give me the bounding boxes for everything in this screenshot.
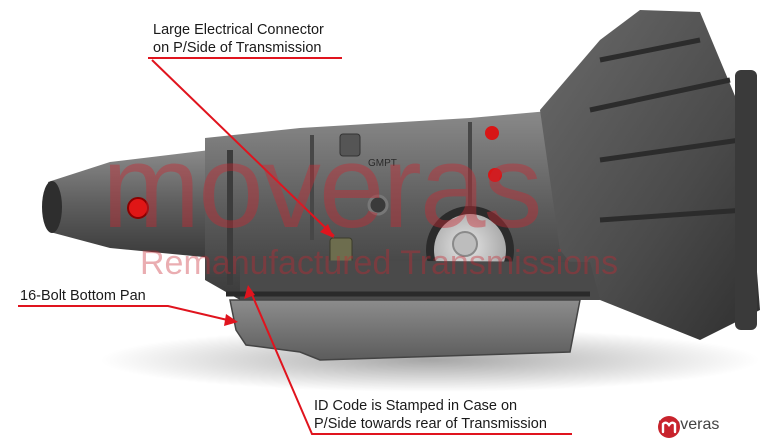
annotation-line: Large Electrical Connector bbox=[153, 22, 324, 38]
annotation-id-code: ID Code is Stamped in Case on P/Side tow… bbox=[314, 397, 547, 433]
leader-bottom-pan bbox=[18, 305, 237, 323]
case-port bbox=[367, 194, 389, 216]
bell-rib bbox=[589, 77, 731, 113]
bell-rib bbox=[599, 37, 701, 63]
moveras-logo: moveras bbox=[658, 416, 719, 438]
valve-body-flange bbox=[240, 260, 600, 300]
arrowhead-connector bbox=[320, 224, 334, 238]
output-shaft-end bbox=[42, 181, 62, 233]
annotation-line: P/Side towards rear of Transmission bbox=[314, 416, 547, 432]
bottom-pan bbox=[229, 299, 581, 361]
leader-connector bbox=[151, 59, 335, 237]
annotation-bottom-pan: 16-Bolt Bottom Pan bbox=[20, 287, 146, 305]
annotation-electrical-connector: Large Electrical Connector on P/Side of … bbox=[153, 21, 324, 57]
bell-housing bbox=[540, 10, 760, 340]
bell-flange bbox=[735, 70, 757, 330]
case-boss bbox=[339, 133, 361, 157]
moveras-m-icon bbox=[658, 416, 680, 438]
watermark-brand: moveras bbox=[102, 121, 542, 253]
red-plug bbox=[127, 197, 149, 219]
leader-id-code bbox=[249, 289, 572, 435]
arrowhead-pan bbox=[224, 314, 238, 326]
gmpt-stamp: GMPT bbox=[368, 158, 397, 169]
annotation-line: 16-Bolt Bottom Pan bbox=[20, 288, 146, 304]
watermark-tagline: Remanufactured Transmissions bbox=[140, 244, 619, 282]
annotation-line: ID Code is Stamped in Case on bbox=[314, 398, 518, 414]
bell-rib bbox=[599, 207, 746, 223]
annotation-line: on P/Side of Transmission bbox=[153, 40, 322, 56]
servo-cap bbox=[452, 231, 478, 257]
red-plug bbox=[488, 168, 502, 182]
annotation-lines bbox=[18, 57, 572, 435]
arrowhead-id-code bbox=[244, 285, 255, 299]
arrowheads bbox=[224, 224, 334, 326]
red-plug bbox=[485, 126, 499, 140]
bell-rib bbox=[599, 137, 741, 163]
